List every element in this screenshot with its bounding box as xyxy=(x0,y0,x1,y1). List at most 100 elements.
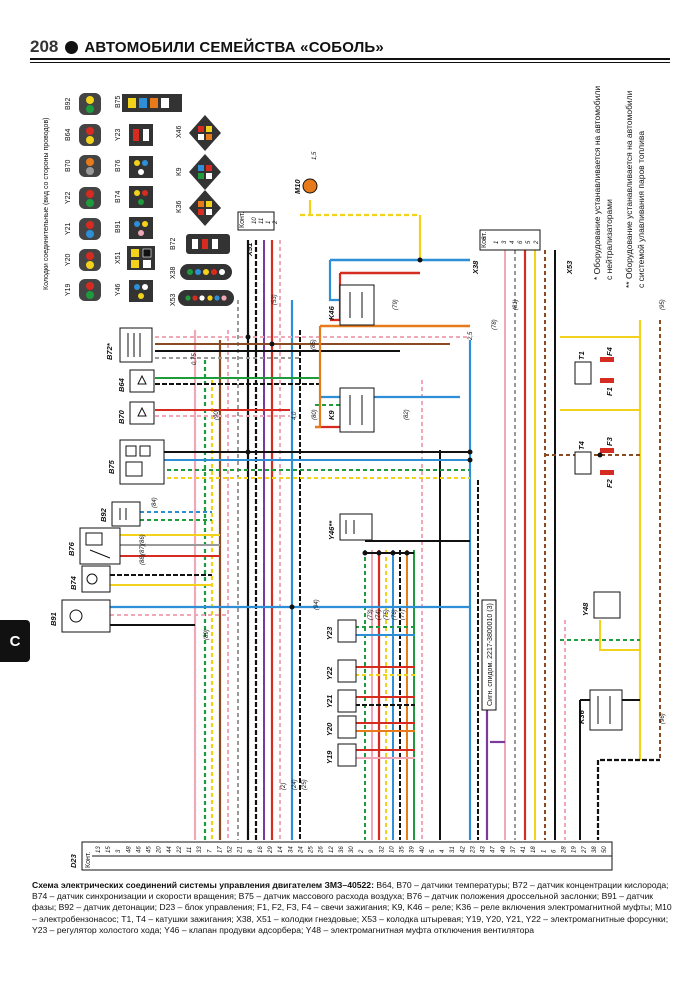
svg-text:(79): (79) xyxy=(393,299,399,310)
d23-pin: 2 xyxy=(359,849,365,854)
d23-pin: 3 xyxy=(116,849,122,853)
d23-pin: 39 xyxy=(410,846,416,853)
svg-text:(2): (2) xyxy=(281,783,287,790)
conn-label-y20: Y20 xyxy=(65,253,72,266)
label-f1: F1 xyxy=(605,387,614,396)
svg-text:(75): (75) xyxy=(384,609,390,620)
label-kont-x53: Конт. xyxy=(481,232,488,248)
label-y22: Y22 xyxy=(325,666,334,680)
horizontal-wires xyxy=(110,200,660,762)
svg-text:(96): (96) xyxy=(660,713,666,724)
conn-label-y21: Y21 xyxy=(65,222,72,235)
x51-table xyxy=(237,211,275,231)
connector-legend: Колодки соединительные (вид со стороны п… xyxy=(43,93,234,306)
d23-pin: 41 xyxy=(521,846,527,853)
d23-pin: 21 xyxy=(238,846,244,854)
svg-text:4: 4 xyxy=(510,240,516,244)
x51-pins: 10 11 1 2 xyxy=(252,217,279,225)
label-b72: B72* xyxy=(105,342,114,360)
label-x51: X51 xyxy=(245,243,254,257)
speedometer-signal-box xyxy=(481,599,497,711)
conn-label-b92: B92 xyxy=(65,97,72,110)
coil-t4 xyxy=(574,451,592,475)
svg-text:6: 6 xyxy=(518,240,524,244)
injector-y20 xyxy=(337,715,357,739)
d23-pin: 7 xyxy=(207,849,213,853)
notes: * Оборудование устанавливается на автомо… xyxy=(592,86,646,288)
conn-label-k36: K36 xyxy=(176,200,183,213)
components xyxy=(61,178,623,871)
d23-pin: 23 xyxy=(470,846,476,854)
d23-pin: 4 xyxy=(440,849,446,853)
d23-pin: 33 xyxy=(197,846,203,853)
label-t4: T4 xyxy=(577,440,586,450)
injector-y21 xyxy=(337,689,357,713)
svg-text:1: 1 xyxy=(266,221,272,224)
label-kont-d23: Конт. xyxy=(85,852,92,868)
sensor-b72 xyxy=(119,327,153,363)
d23-pin: 12 xyxy=(329,846,335,853)
d23-pin: 29 xyxy=(268,846,274,854)
svg-text:0,75: 0,75 xyxy=(192,353,198,365)
svg-text:(94): (94) xyxy=(314,599,320,610)
sensor-b64 xyxy=(129,369,155,393)
svg-text:(85): (85) xyxy=(311,339,317,350)
label-f2: F2 xyxy=(605,478,614,488)
label-speedometer-signal: Сигн. спидом. 2217-3800010 (3) xyxy=(487,603,494,706)
caption-title: Схема электрических соединений системы у… xyxy=(32,880,374,890)
note-1-line-1: * Оборудование устанавливается на автомо… xyxy=(592,86,602,280)
label-y21: Y21 xyxy=(325,695,334,708)
coil-t1 xyxy=(574,361,592,385)
label-b75: B75 xyxy=(107,459,116,474)
d23-pin: 19 xyxy=(572,846,578,853)
sensor-b74 xyxy=(81,565,111,593)
d23-pin: 47 xyxy=(491,846,497,853)
d23-pin: 1 xyxy=(541,850,547,853)
label-b74: B74 xyxy=(69,575,78,590)
d23-pin: 28 xyxy=(562,846,568,854)
label-k36: K36 xyxy=(577,709,586,724)
svg-text:(78): (78) xyxy=(492,319,498,330)
label-b64: B64 xyxy=(117,377,126,392)
svg-text:(24): (24) xyxy=(292,779,298,790)
conn-label-y46: Y46 xyxy=(115,283,122,296)
component-labels: B72* B64 B70 B75 B92 B76 B74 B91 D23 Y46… xyxy=(49,179,614,868)
section-tab: C xyxy=(0,620,30,662)
d23-pin: 16 xyxy=(258,846,264,853)
conn-label-b70: B70 xyxy=(65,159,72,172)
label-y23: Y23 xyxy=(325,626,334,640)
d23-pin: 22 xyxy=(177,846,183,854)
svg-text:5: 5 xyxy=(526,240,532,244)
d23-pin: 6 xyxy=(551,849,557,853)
svg-text:(87): (87) xyxy=(140,544,146,555)
conn-label-x51: X51 xyxy=(115,251,122,264)
d23-pin: 37 xyxy=(511,846,517,853)
conn-label-b91: B91 xyxy=(115,220,122,233)
svg-text:(86): (86) xyxy=(140,534,146,545)
label-m10: M10 xyxy=(293,179,302,194)
relay-k9 xyxy=(339,387,375,433)
d23-pin: 35 xyxy=(400,846,406,853)
d23-pin: 15 xyxy=(106,846,112,853)
d23-pin: 46 xyxy=(137,846,143,853)
spark-plugs xyxy=(600,357,614,475)
d23-pin: 5 xyxy=(430,849,436,853)
svg-text:10: 10 xyxy=(252,217,258,224)
svg-text:(77): (77) xyxy=(400,609,406,620)
d23-pin: 38 xyxy=(592,846,598,853)
conn-label-k9: K9 xyxy=(176,167,183,176)
conn-label-x46: X46 xyxy=(176,125,183,138)
label-k9: K9 xyxy=(327,410,336,420)
label-f3: F3 xyxy=(605,436,614,446)
d23-pin: 43 xyxy=(481,846,487,853)
svg-text:6: 6 xyxy=(482,236,488,240)
svg-text:(90): (90) xyxy=(214,409,220,420)
d23-pin: 42 xyxy=(460,846,466,853)
note-2-line-1: ** Оборудование устанавливается на автом… xyxy=(624,90,634,288)
svg-text:2: 2 xyxy=(534,240,540,245)
sensor-b70 xyxy=(129,401,155,425)
header-rule xyxy=(30,58,670,60)
d23-pin: 34 xyxy=(288,846,294,853)
label-f4: F4 xyxy=(605,346,614,356)
x53-table xyxy=(479,229,541,251)
